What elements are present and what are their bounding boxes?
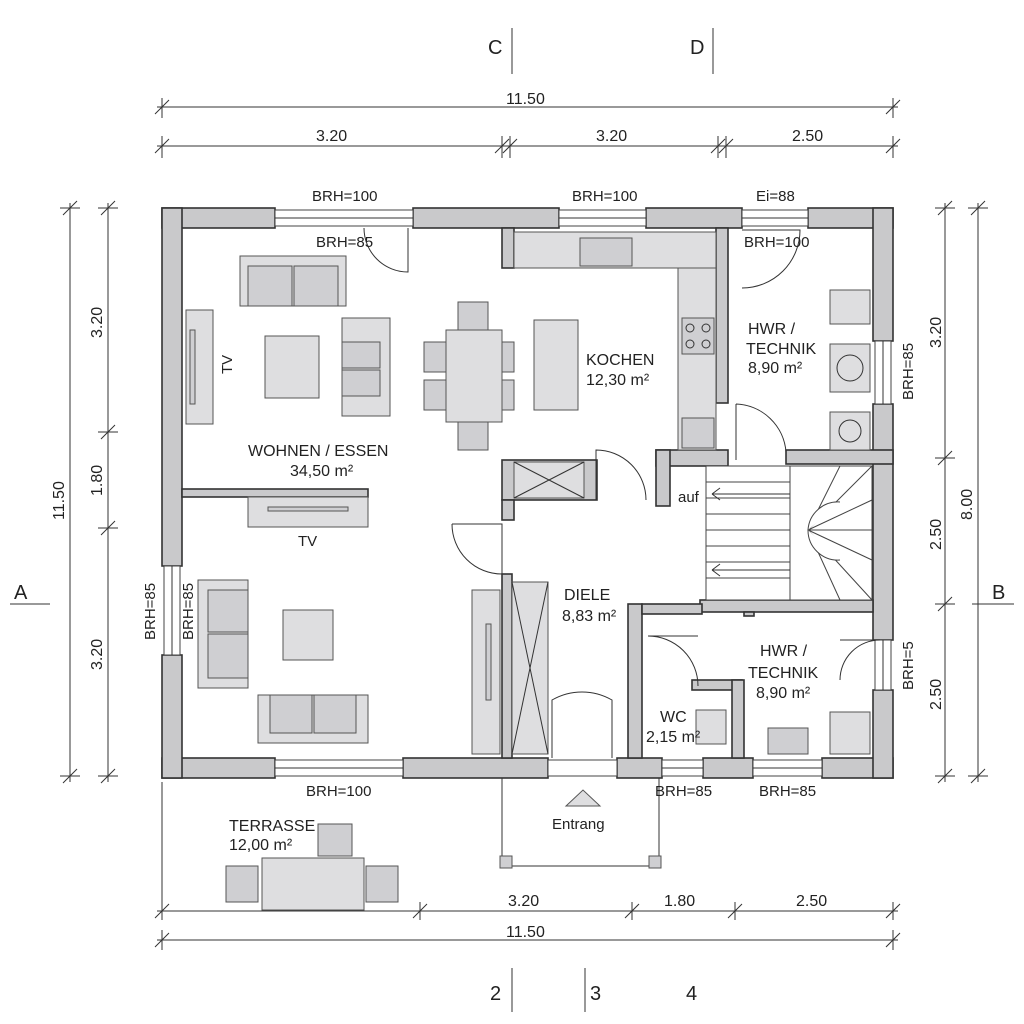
- window-label-bottom-right: BRH=85: [759, 783, 816, 800]
- stair-up-label: auf: [678, 489, 700, 506]
- sofa-top: [239, 255, 347, 307]
- dining-table: [423, 301, 515, 451]
- dim-right-part-1: 3.20: [928, 317, 945, 348]
- dim-top-part-3: 2.50: [792, 128, 823, 145]
- axis-markers: C D 2 3 4 A B: [10, 28, 1014, 1012]
- wc-sink: [695, 709, 727, 745]
- coffee-table: [264, 335, 320, 399]
- window-label-top-mid: BRH=100: [572, 188, 637, 205]
- room-hwr-bottom-name2: TECHNIK: [748, 665, 819, 682]
- room-hwr-bottom-name1: HWR /: [760, 643, 808, 660]
- armchair: [341, 317, 391, 417]
- room-hwr-top-area: 8,90 m²: [748, 360, 803, 377]
- tv-cabinet-lower: [247, 496, 369, 528]
- room-wc-name: WC: [660, 709, 687, 726]
- window-label-right-upper: BRH=85: [900, 343, 917, 400]
- axis-label-2: 2: [490, 983, 501, 1005]
- storage-cabinet: [513, 461, 585, 499]
- room-hwr-top-name1: HWR /: [748, 321, 796, 338]
- side-table: [282, 609, 334, 661]
- room-hwr-bottom-area: 8,90 m²: [756, 685, 811, 702]
- dim-right-part-3: 2.50: [928, 679, 945, 710]
- room-labels: WOHNEN / ESSEN 34,50 m² KOCHEN 12,30 m² …: [229, 321, 819, 854]
- axis-label-b: B: [992, 582, 1005, 604]
- window-label-top-right: Ei=88: [756, 188, 795, 205]
- furniture: TV: [185, 231, 871, 755]
- dim-top-part-2: 3.20: [596, 128, 627, 145]
- window-label-top-left-inner: BRH=85: [316, 234, 373, 251]
- dim-top-total: 11.50: [506, 91, 545, 108]
- room-wc-area: 2,15 m²: [646, 729, 701, 746]
- axis-label-a: A: [14, 582, 28, 604]
- dim-left-part-1: 3.20: [89, 307, 106, 338]
- dim-left-part-2: 1.80: [89, 465, 106, 496]
- tv-cabinet-upper: [185, 309, 214, 425]
- hwr-appliances-top: [829, 289, 871, 451]
- dim-left-total: 11.50: [51, 481, 68, 520]
- axis-label-d: D: [690, 37, 704, 59]
- dimension-lines: 11.50 3.20 3.20 2.50 3.20 1.80 2.50: [51, 91, 988, 950]
- room-terrasse-name: TERRASSE: [229, 818, 315, 835]
- terrace-furniture: [225, 823, 399, 911]
- room-kochen-name: KOCHEN: [586, 352, 654, 369]
- dim-bottom-part-1: 3.20: [508, 893, 539, 910]
- dim-bottom-part-3: 2.50: [796, 893, 827, 910]
- dim-top-part-1: 3.20: [316, 128, 347, 145]
- sofa-bottom: [257, 694, 369, 744]
- windows: [163, 209, 892, 777]
- axis-label-3: 3: [590, 983, 601, 1005]
- dim-right-part-2: 2.50: [928, 519, 945, 550]
- room-wohnen-area: 34,50 m²: [290, 463, 354, 480]
- hall-wardrobe: [471, 581, 549, 755]
- window-labels: BRH=100 BRH=85 BRH=100 Ei=88 BRH=100 BRH…: [142, 188, 917, 800]
- tv-label-lower: TV: [298, 533, 317, 550]
- window-label-left-outer: BRH=85: [142, 583, 159, 640]
- stair-treads: [706, 465, 873, 601]
- doors: [363, 227, 881, 758]
- room-wohnen-name: WOHNEN / ESSEN: [248, 443, 388, 460]
- room-diele-name: DIELE: [564, 587, 610, 604]
- room-diele-area: 8,83 m²: [562, 608, 617, 625]
- hwr-appliances-bottom: [767, 711, 871, 755]
- window-label-left-inner: BRH=85: [180, 583, 197, 640]
- room-terrasse-area: 12,00 m²: [229, 837, 293, 854]
- axis-label-c: C: [488, 37, 502, 59]
- axis-label-4: 4: [686, 983, 697, 1005]
- window-label-bottom-mid: BRH=85: [655, 783, 712, 800]
- tv-label-upper: TV: [219, 355, 236, 374]
- dim-right-total: 8.00: [959, 489, 976, 520]
- window-label-bottom-left: BRH=100: [306, 783, 371, 800]
- window-label-right-lower: BRH=5: [900, 641, 917, 690]
- dim-bottom-total: 11.50: [506, 924, 545, 941]
- room-kochen-area: 12,30 m²: [586, 372, 650, 389]
- window-label-top-right-inner: BRH=100: [744, 234, 809, 251]
- window-label-top-left: BRH=100: [312, 188, 377, 205]
- entrance-label: Entrang: [552, 816, 605, 833]
- room-hwr-top-name2: TECHNIK: [746, 341, 817, 358]
- sofa-left: [197, 579, 249, 689]
- staircase: auf: [678, 465, 873, 601]
- entrance: Entrang: [499, 778, 662, 869]
- kitchen-island: [533, 319, 579, 411]
- dim-left-part-3: 3.20: [89, 639, 106, 670]
- dim-bottom-part-2: 1.80: [664, 893, 695, 910]
- kitchen-counter: [513, 231, 717, 451]
